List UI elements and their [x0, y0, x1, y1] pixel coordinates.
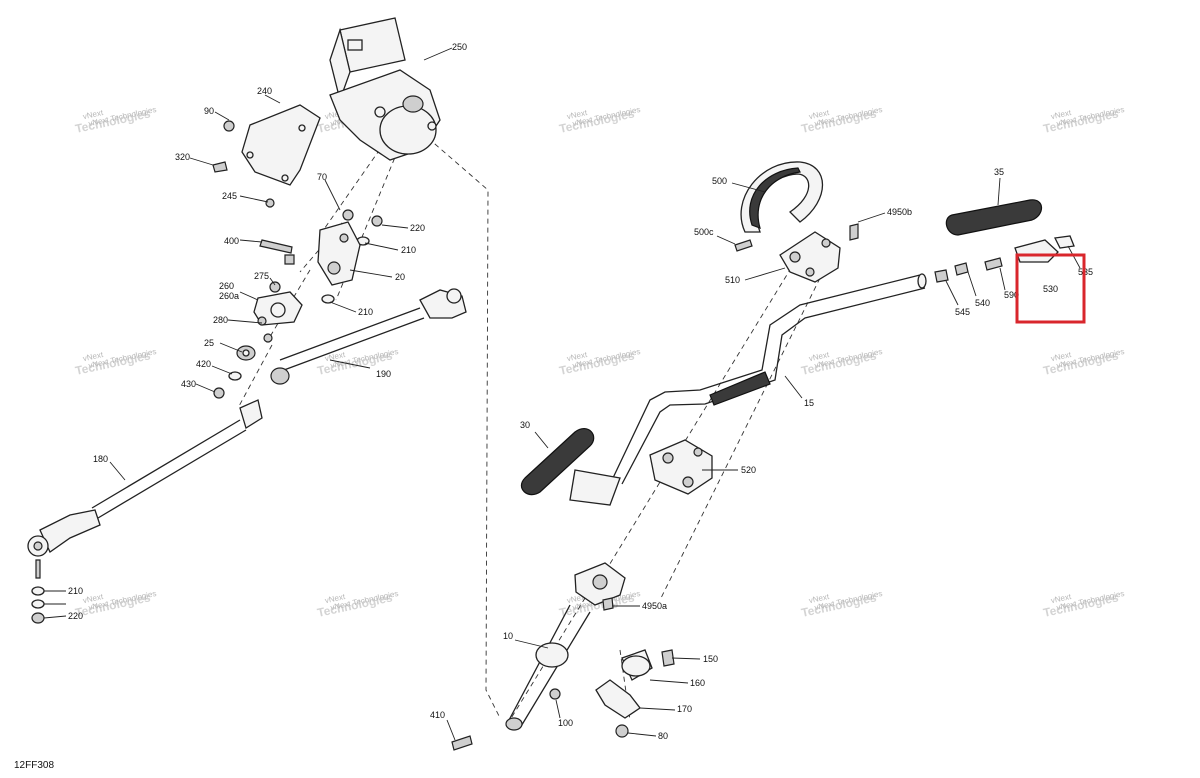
label-220-top: 220	[410, 223, 425, 233]
steering-column-10	[505, 562, 626, 731]
svg-text:vNext: vNext	[82, 108, 105, 121]
bracket-240	[241, 104, 321, 186]
label-430: 430	[181, 379, 196, 389]
label-540: 540	[975, 298, 990, 308]
label-210-top: 210	[401, 245, 416, 255]
handlebar-clamp-520	[649, 439, 713, 495]
label-260: 260	[219, 281, 234, 291]
grip-30	[520, 427, 595, 496]
label-510: 510	[725, 275, 740, 285]
label-160: 160	[690, 678, 705, 688]
label-150: 150	[703, 654, 718, 664]
diagram-code: 12FF308	[14, 760, 54, 771]
label-30: 30	[520, 420, 530, 430]
grip-35	[945, 199, 1043, 236]
lower-hardware	[451, 649, 675, 751]
label-280: 280	[213, 315, 228, 325]
label-180: 180	[93, 454, 108, 464]
bolt-4950b	[849, 223, 859, 241]
label-500c: 500c	[694, 227, 714, 237]
label-245: 245	[222, 191, 237, 201]
handlebar-clamp-510	[779, 231, 841, 283]
part-labels: 250 240 90 320 245 70 220 400 210 20 275…	[68, 42, 1093, 741]
label-25: 25	[204, 338, 214, 348]
label-90: 90	[204, 106, 214, 116]
label-530: 530	[1043, 284, 1058, 294]
label-190: 190	[376, 369, 391, 379]
label-35: 35	[994, 167, 1004, 177]
eps-motor-unit-250	[329, 17, 441, 161]
label-20: 20	[395, 272, 405, 282]
svg-text:vNext: vNext	[566, 350, 589, 363]
assembly-dashed-lines	[237, 137, 829, 721]
label-170: 170	[677, 704, 692, 714]
highlight-box[interactable]	[1015, 253, 1086, 324]
highlight-530[interactable]: 530	[1015, 253, 1086, 324]
label-220-bottom: 220	[68, 611, 83, 621]
label-100: 100	[558, 718, 573, 728]
label-210-bottom: 210	[68, 586, 83, 596]
label-250: 250	[452, 42, 467, 52]
svg-text:vNext: vNext	[82, 350, 105, 363]
handle-500	[734, 161, 823, 252]
label-545: 545	[955, 307, 970, 317]
svg-text:vNext: vNext	[1050, 592, 1073, 605]
svg-text:vNext: vNext	[808, 592, 831, 605]
svg-text:vNext: vNext	[324, 592, 347, 605]
svg-text:vNext: vNext	[1050, 108, 1073, 121]
svg-text:vNext: vNext	[566, 108, 589, 121]
label-4950b: 4950b	[887, 207, 912, 217]
label-210-mid: 210	[358, 307, 373, 317]
label-520: 520	[741, 465, 756, 475]
svg-text:vNext: vNext	[1050, 350, 1073, 363]
label-240: 240	[257, 86, 272, 96]
tie-rod-180	[27, 399, 263, 624]
leader-lines	[43, 47, 1081, 741]
label-275: 275	[254, 271, 269, 281]
label-260a: 260a	[219, 291, 239, 301]
label-4950a: 4950a	[642, 601, 667, 611]
label-500: 500	[712, 176, 727, 186]
label-400: 400	[224, 236, 239, 246]
label-420: 420	[196, 359, 211, 369]
label-80: 80	[658, 731, 668, 741]
label-10: 10	[503, 631, 513, 641]
fasteners-left	[212, 120, 383, 399]
label-320: 320	[175, 152, 190, 162]
tie-rod-190	[270, 288, 467, 385]
svg-text:vNext: vNext	[82, 592, 105, 605]
handlebar-15	[569, 273, 927, 506]
label-410: 410	[430, 710, 445, 720]
steering-bracket-20	[317, 221, 361, 286]
svg-text:vNext: vNext	[808, 350, 831, 363]
label-70: 70	[317, 172, 327, 182]
label-535: 535	[1078, 267, 1093, 277]
bar-end-hardware	[934, 235, 1075, 283]
label-590: 590	[1004, 290, 1019, 300]
label-15: 15	[804, 398, 814, 408]
svg-text:vNext: vNext	[808, 108, 831, 121]
